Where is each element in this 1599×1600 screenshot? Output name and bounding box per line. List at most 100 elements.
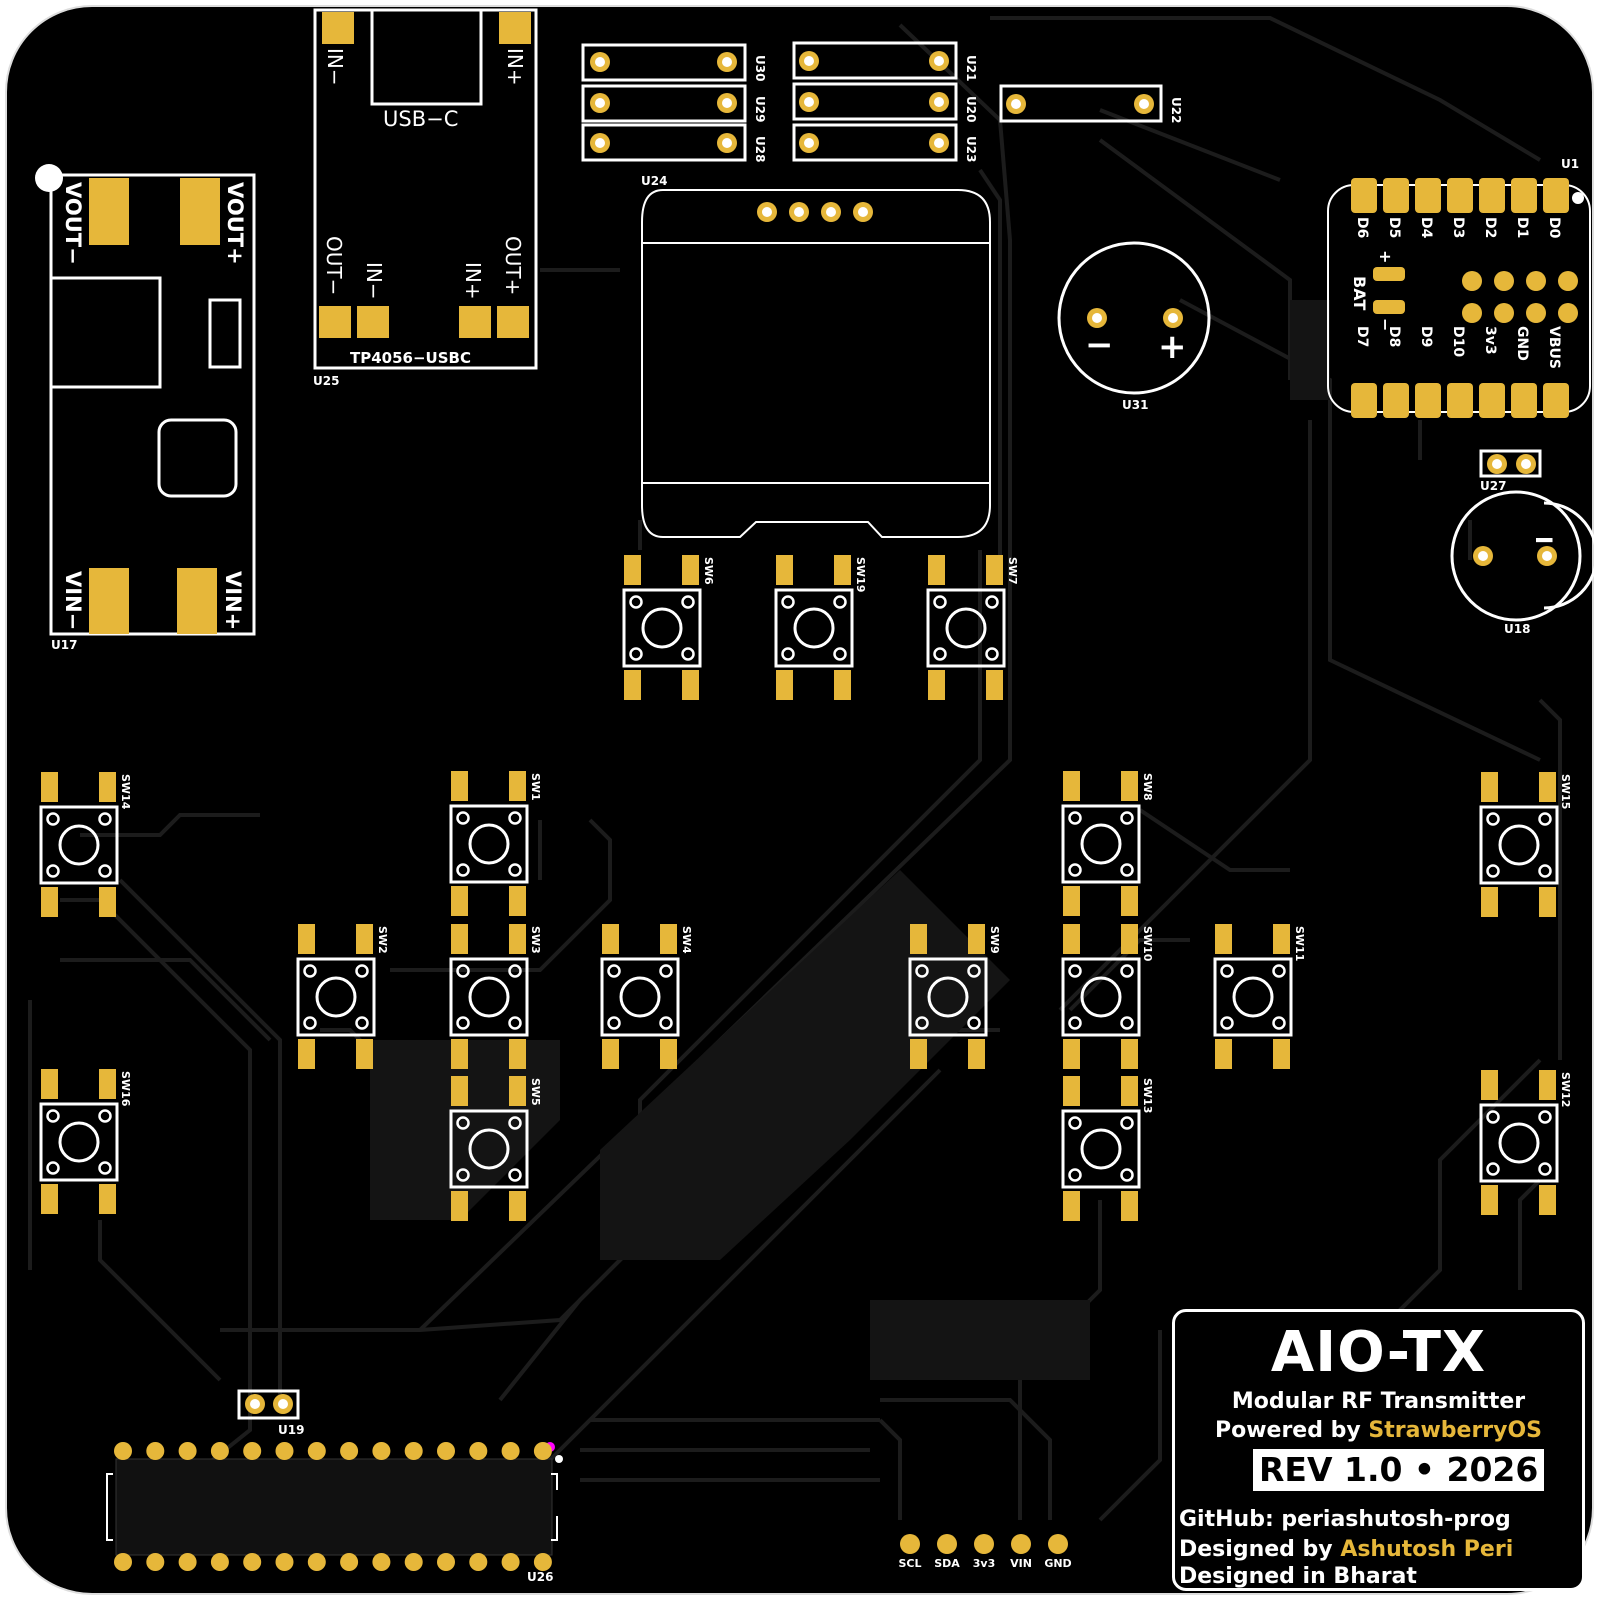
u26-pad	[372, 1553, 391, 1571]
u31-minus-label: −	[1085, 325, 1114, 365]
u17-module	[35, 164, 256, 636]
info-panel: AIO-TX Modular RF Transmitter Powered by…	[1172, 1309, 1585, 1591]
revision-badge: REV 1.0 • 2026	[1253, 1449, 1545, 1491]
u1-pin-label: GND	[1514, 326, 1530, 361]
u25-in-plus-label: IN+	[461, 262, 485, 300]
u1-pin-label: D6	[1354, 217, 1370, 238]
u26-pad	[533, 1553, 552, 1571]
u26-pad	[404, 1442, 423, 1460]
u26-module	[106, 1442, 563, 1571]
header-scl-label: SCL	[898, 1557, 921, 1570]
u1-bat-plus-label: +	[1376, 250, 1395, 263]
switch-ref-label: SW19	[854, 557, 867, 592]
designer-name: Ashutosh Peri	[1340, 1537, 1514, 1562]
u1-bat-label: BAT	[1350, 276, 1369, 310]
u26-ref: U26	[527, 1570, 553, 1584]
switch-ref-label: SW9	[988, 926, 1001, 954]
u25-in-minus-label: IN−	[362, 262, 386, 300]
u1-pin-label: D10	[1450, 326, 1466, 357]
u25-out-minus-label: OUT−	[322, 236, 346, 295]
u26-pad	[210, 1442, 229, 1460]
u27-header	[1479, 449, 1542, 478]
u26-pad	[178, 1553, 197, 1571]
u25-in-plus-top-label: IN+	[503, 48, 527, 86]
u26-pad	[340, 1442, 359, 1460]
u26-pad	[243, 1442, 262, 1460]
switch-ref-label: SW8	[1141, 773, 1154, 801]
switch-ref-label: SW16	[119, 1071, 132, 1107]
u1-ref: U1	[1561, 157, 1579, 171]
u21-ref: U21	[964, 55, 978, 81]
u26-pad	[178, 1442, 197, 1460]
u19-ref: U19	[278, 1423, 304, 1437]
switch-ref-label: SW11	[1293, 926, 1306, 961]
u31-plus-label: +	[1158, 327, 1187, 367]
board-title: AIO-TX	[1270, 1320, 1487, 1385]
u25-ref: U25	[313, 374, 339, 388]
u26-pad	[114, 1442, 132, 1460]
u1-pin-label: D8	[1386, 326, 1402, 347]
u26-pad	[469, 1442, 488, 1460]
u20-ref: U20	[964, 96, 978, 122]
u26-pad	[340, 1553, 359, 1571]
switch-ref-label: SW3	[529, 926, 542, 954]
u25-usb-label: USB−C	[383, 107, 458, 131]
powered-by-brand: StrawberryOS	[1368, 1418, 1543, 1443]
u25-module	[313, 8, 538, 370]
u1-pin-label: D4	[1418, 217, 1434, 239]
u26-pad	[307, 1553, 326, 1571]
u26-pad	[501, 1553, 520, 1571]
switch-ref-label: SW2	[376, 926, 389, 954]
oled-display	[641, 189, 991, 538]
u25-in-minus-top-label: IN−	[323, 48, 347, 86]
u26-pad	[307, 1442, 326, 1460]
u1-pin-label: D9	[1418, 326, 1434, 347]
u29-ref: U29	[753, 96, 767, 122]
u17-vin-plus-label: VIN+	[221, 571, 245, 630]
u31-buzzer	[1057, 241, 1211, 395]
switch-ref-label: SW5	[529, 1078, 542, 1106]
u1-top-pin-labels: D6 D5 D4 D3 D2 D1 D0	[1354, 217, 1562, 239]
powered-by: Powered by StrawberryOS	[1175, 1418, 1582, 1443]
designed-by-line: Designed by Ashutosh Peri	[1179, 1537, 1513, 1562]
u1-pin-label: D0	[1546, 217, 1562, 239]
u27-ref: U27	[1480, 479, 1506, 493]
switch-ref-label: SW13	[1141, 1078, 1154, 1113]
u22-ref: U22	[1169, 97, 1183, 123]
powered-by-prefix: Powered by	[1214, 1418, 1369, 1443]
u1-pin-label: D2	[1482, 217, 1498, 238]
u26-pad	[114, 1553, 132, 1571]
github-line: GitHub: periashutosh-prog	[1179, 1507, 1511, 1532]
u17-vout-plus-label: VOUT+	[223, 182, 247, 265]
u26-pad	[501, 1442, 520, 1460]
u1-pin-label: D7	[1354, 326, 1370, 347]
u1-pin-label: D5	[1386, 217, 1402, 238]
u25-out-plus-label: OUT+	[501, 236, 525, 295]
u17-ref: U17	[51, 638, 77, 652]
u26-pad	[469, 1553, 488, 1571]
u26-pad	[404, 1553, 423, 1571]
u26-pad	[243, 1553, 262, 1571]
u26-pad	[275, 1442, 294, 1460]
u26-pad	[146, 1442, 165, 1460]
switch-ref-label: SW15	[1559, 774, 1572, 809]
u1-pin-label: D3	[1450, 217, 1466, 238]
u1-pin-label: VBUS	[1546, 326, 1562, 369]
u30-ref: U30	[753, 55, 767, 81]
switch-ref-label: SW4	[680, 926, 693, 954]
header-sda-label: SDA	[934, 1557, 960, 1570]
u26-pad	[372, 1442, 391, 1460]
u28-ref: U28	[753, 136, 767, 162]
u18-ref: U18	[1504, 622, 1530, 636]
u26-pad	[275, 1553, 294, 1571]
u1-pin-label: D1	[1514, 217, 1530, 238]
header-gnd-label: GND	[1044, 1557, 1071, 1570]
u19-header	[237, 1389, 300, 1420]
i2c-header-pads	[900, 1534, 1068, 1554]
u18-component	[1450, 490, 1598, 622]
u1-bat-minus-label: −	[1376, 318, 1395, 331]
switch-ref-label: SW14	[119, 774, 132, 810]
u26-pad	[437, 1442, 455, 1460]
